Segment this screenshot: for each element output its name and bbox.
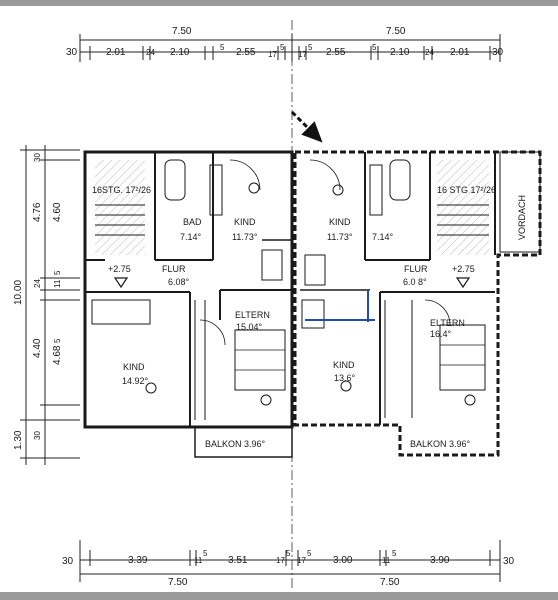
bottom-dim-segment: 3.00 xyxy=(333,555,353,566)
top-dim-segment: 24 xyxy=(425,48,434,57)
left-dim-segment: 4.40 xyxy=(32,338,43,358)
top-dim-segment: 2.01 xyxy=(450,47,470,58)
top-dim-segment: 24 xyxy=(146,48,155,57)
top-dim-segment: 30 xyxy=(66,47,78,58)
stair-label-right: 16 STG 17²/26 xyxy=(437,185,496,195)
top-dim-segment: 17 xyxy=(268,50,277,59)
bottom-dim-segment: 3.51 xyxy=(228,555,248,566)
top-dim-segment: 5 xyxy=(280,43,285,52)
stair-hatch-right xyxy=(437,160,489,255)
stair-hatch-left xyxy=(95,160,145,255)
bottom-total-left: 7.50 xyxy=(168,577,188,588)
bottom-dim-segment: 5 xyxy=(307,549,312,558)
level-triangle-icon xyxy=(455,277,471,289)
level-label-left: +2.75 xyxy=(108,264,131,274)
top-dim-segment: 2.55 xyxy=(326,47,346,58)
room-area-bad-right: 7.14° xyxy=(372,232,394,242)
balcony-left xyxy=(194,426,293,458)
stair-right xyxy=(437,204,489,236)
bottom-dim-segment: 17 xyxy=(297,556,306,565)
room-area-kind2-right: 13.6° xyxy=(334,373,356,383)
room-label-kind-left: KIND xyxy=(234,217,256,227)
room-label-kind2-left: KIND xyxy=(123,362,145,372)
bottom-dim-segment: 3.90 xyxy=(430,555,450,566)
left-dim-segment: 24 xyxy=(33,279,42,288)
vordach-label: VORDACH xyxy=(517,195,527,240)
top-dim-segment: 2.55 xyxy=(236,47,256,58)
arrow-indicator-icon xyxy=(290,110,323,143)
left-total-dim: 1.30 xyxy=(13,430,24,450)
stair-left xyxy=(95,204,145,236)
right-apartment-outline xyxy=(293,150,542,457)
top-dim-segment: 17 xyxy=(298,50,307,59)
top-dim-segment: 30 xyxy=(492,47,504,58)
top-dim-segment: 5 xyxy=(372,43,377,52)
bottom-dim-segment: 11 xyxy=(382,556,391,565)
top-total-left: 7.50 xyxy=(172,26,192,37)
balcony-label-left: BALKON 3.96° xyxy=(205,439,266,449)
left-dim-segment: 11 xyxy=(53,279,62,288)
bottom-dim-segment: 30 xyxy=(503,556,515,567)
bottom-dim-segment: 3.39 xyxy=(128,555,148,566)
top-total-right: 7.50 xyxy=(386,26,406,37)
left-apartment-walls xyxy=(83,150,294,429)
top-dim-segment: 2.10 xyxy=(170,47,190,58)
room-label-kind2-right: KIND xyxy=(333,360,355,370)
room-label-flur-right: FLUR xyxy=(404,264,428,274)
room-area-kind-right: 11.73° xyxy=(327,232,353,242)
left-dim-segment: 30 xyxy=(33,431,42,440)
room-area-eltern-right: 16.4° xyxy=(430,329,452,339)
bottom-dim-segment: 5 xyxy=(203,549,208,558)
room-area-kind-left: 11.73° xyxy=(232,232,258,242)
room-area-eltern-left: 15.04° xyxy=(236,322,263,332)
bottom-dimension-lines xyxy=(79,540,501,582)
top-dim-segment: 5 xyxy=(308,43,313,52)
bottom-dim-segment: 17 xyxy=(276,556,285,565)
room-label-eltern-right: ELTERN xyxy=(430,318,465,328)
balcony-label-right: BALKON 3.96° xyxy=(410,439,471,449)
room-label-eltern-left: ELTERN xyxy=(235,310,270,320)
left-dim-segment: 4.68 xyxy=(52,345,63,365)
stair-label-left: 16STG. 17²/26 xyxy=(92,185,151,195)
left-dim-segment: 5 xyxy=(53,338,62,343)
room-area-flur-left: 6.08° xyxy=(168,277,190,287)
top-dim-segment: 5 xyxy=(220,43,225,52)
bottom-dim-segment: 11 xyxy=(194,556,203,565)
level-triangle-icon xyxy=(113,277,129,289)
room-label-bad-left: BAD xyxy=(183,217,202,227)
bottom-dim-segment: 30 xyxy=(62,556,74,567)
right-apartment-walls xyxy=(300,151,541,425)
level-label-right: +2.75 xyxy=(452,264,475,274)
left-dim-segment: 4.76 xyxy=(32,202,43,222)
bottom-dim-segment: 5 xyxy=(392,549,397,558)
room-label-flur-left: FLUR xyxy=(162,264,186,274)
left-dim-segment: 5 xyxy=(53,270,62,275)
highlight-lines xyxy=(305,290,375,322)
room-area-kind2-left: 14.92° xyxy=(122,376,149,386)
top-dim-segment: 2.01 xyxy=(106,47,126,58)
bottom-dim-segment: 5 xyxy=(286,549,291,558)
left-dim-segment: 30 xyxy=(33,153,42,162)
left-dim-segment: 4.60 xyxy=(52,202,63,222)
bottom-border-bar xyxy=(0,592,558,600)
top-dimension-lines xyxy=(79,34,501,62)
bottom-total-right: 7.50 xyxy=(380,577,400,588)
left-dimension-lines xyxy=(20,145,80,465)
room-area-bad-left: 7.14° xyxy=(180,232,202,242)
left-total-dim: 10.00 xyxy=(13,280,24,305)
room-label-kind-right: KIND xyxy=(329,217,351,227)
top-border-bar xyxy=(0,0,558,6)
top-dim-segment: 2.10 xyxy=(390,47,410,58)
room-area-flur-right: 6.0 8° xyxy=(403,277,427,287)
